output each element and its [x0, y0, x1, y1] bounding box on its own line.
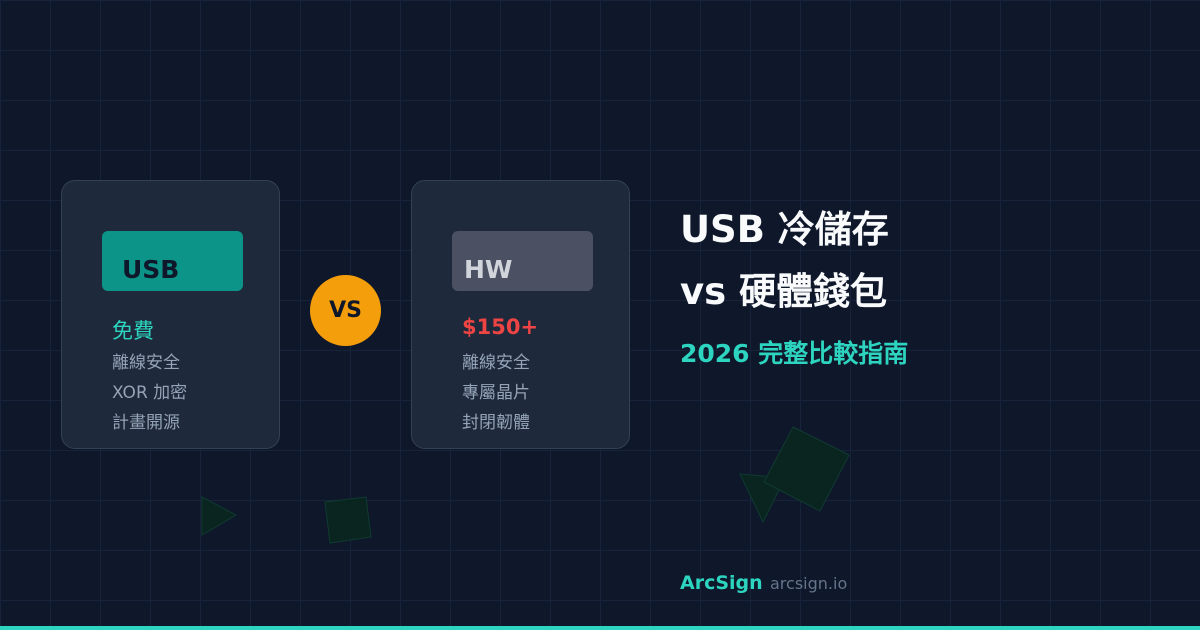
usb-badge-label: USB: [122, 255, 180, 284]
usb-price: 免費: [112, 319, 154, 343]
usb-feature: 離線安全: [112, 353, 180, 373]
headline-line1: USB 冷儲存: [680, 208, 889, 251]
hw-badge: HW: [452, 231, 593, 291]
hw-feature: 離線安全: [462, 353, 530, 373]
square-shape-right: [763, 426, 850, 512]
hw-feature: 封閉韌體: [462, 413, 530, 433]
brand-domain: arcsign.io: [770, 574, 848, 593]
hw-badge-label: HW: [464, 255, 513, 284]
headline-line2: vs 硬體錢包: [680, 270, 888, 313]
hw-price: $150+: [462, 315, 539, 339]
vs-circle: VS: [310, 275, 381, 346]
usb-feature: 計畫開源: [112, 413, 180, 433]
hw-feature: 專屬晶片: [462, 383, 530, 403]
usb-badge: USB: [102, 231, 243, 291]
usb-card: USB 免費 離線安全 XOR 加密 計畫開源: [61, 180, 280, 449]
subtitle: 2026 完整比較指南: [680, 339, 909, 368]
usb-feature: XOR 加密: [112, 383, 188, 403]
brand-logo: ArcSign: [680, 572, 763, 594]
triangle-shape-left: [201, 496, 238, 536]
accent-bar: [0, 626, 1200, 630]
hw-card: HW $150+ 離線安全 專屬晶片 封閉韌體: [411, 180, 630, 449]
square-shape-left: [324, 496, 372, 544]
